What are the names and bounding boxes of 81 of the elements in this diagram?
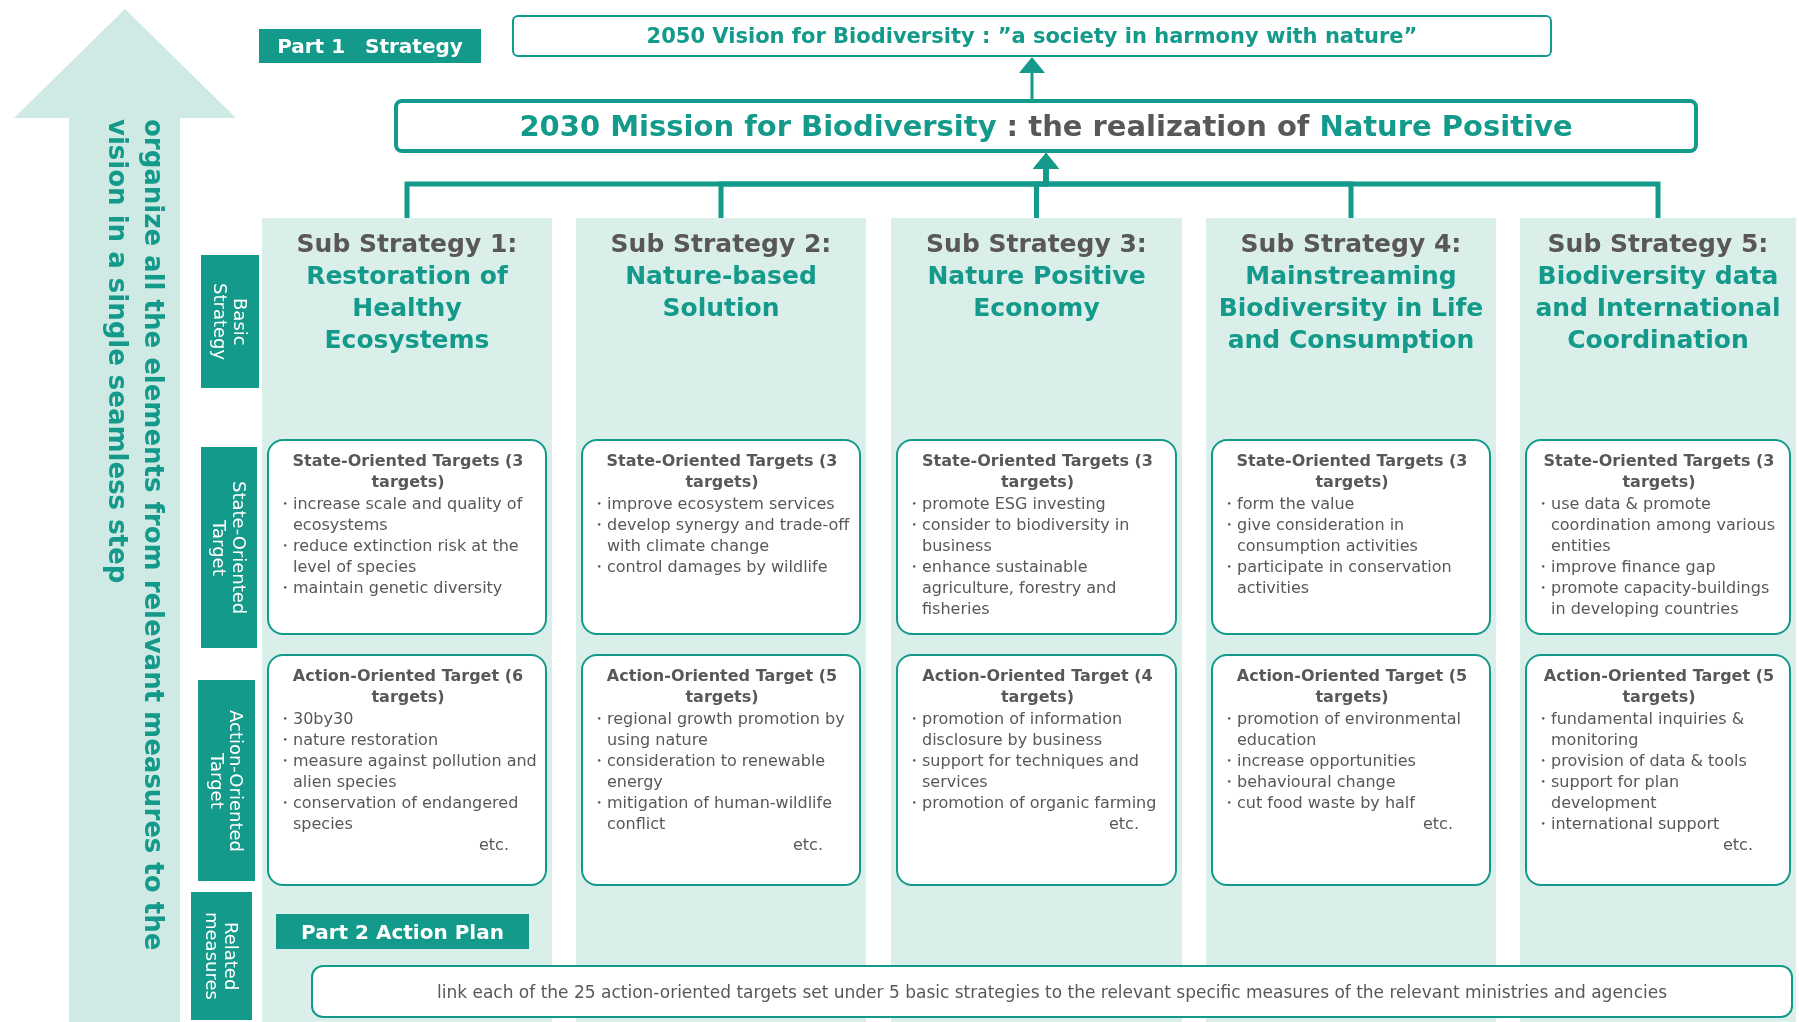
target-item: ・consideration to renewable energy — [591, 750, 827, 792]
target-item: ・international support — [1535, 813, 1721, 834]
mission-title: 2030 Mission for Biodiversity — [519, 109, 997, 143]
target-item: ・increase scale and quality of ecosystems — [277, 493, 524, 535]
strategy-number: Sub Strategy 1: — [295, 228, 519, 260]
strategy-title: Biodiversity data and International Coordination — [1534, 260, 1782, 356]
target-box — [267, 439, 547, 635]
arrow-text: organize all the elements from relevant measures to the vision in a single seamless step — [102, 119, 170, 953]
etc-note: etc. — [1722, 834, 1754, 855]
target-item: ・form the value — [1221, 493, 1356, 514]
target-item: ・cut food waste by half — [1221, 792, 1417, 813]
target-item: ・maintain genetic diversity — [277, 577, 504, 598]
target-item: ・promotion of information disclosure by business — [906, 708, 1124, 750]
target-box — [1525, 654, 1791, 886]
etc-note: etc. — [1422, 813, 1454, 834]
target-item: ・nature restoration — [277, 729, 439, 750]
target-item: ・fundamental inquiries & monitoring — [1535, 708, 1746, 750]
target-item: ・support for techniques and services — [906, 750, 1140, 792]
row-label-tab: State-Oriented Target — [201, 447, 257, 648]
strategy-title: Nature Positive Economy — [926, 260, 1147, 324]
target-heading: Action-Oriented Target (5 targets) — [1235, 665, 1469, 707]
target-item: ・promotion of organic farming — [906, 792, 1158, 813]
vision-box: 2050 Vision for Biodiversity : ”a society in harmony with nature” — [512, 15, 1552, 57]
mission-title: Nature Positive — [1319, 109, 1573, 143]
target-heading: Action-Oriented Target (4 targets) — [921, 665, 1154, 707]
strategy-number: Sub Strategy 4: — [1239, 228, 1463, 260]
target-box — [267, 654, 547, 886]
target-box — [1525, 439, 1791, 635]
mission-subtitle: : the realization of — [1006, 109, 1310, 143]
target-item: ・consider to biodiversity in business — [906, 514, 1131, 556]
target-heading: State-Oriented Targets (3 targets) — [605, 450, 839, 492]
section-tag: Part 2 Action Plan — [276, 914, 529, 949]
etc-note: etc. — [1108, 813, 1140, 834]
target-heading: State-Oriented Targets (3 targets) — [1542, 450, 1776, 492]
target-heading: Action-Oriented Target (6 targets) — [291, 665, 525, 707]
etc-note: etc. — [792, 834, 824, 855]
target-item: ・control damages by wildlife — [591, 556, 829, 577]
target-heading: Action-Oriented Target (5 targets) — [1542, 665, 1776, 707]
strategy-title: Restoration of Healthy Ecosystems — [305, 260, 509, 356]
target-heading: Action-Oriented Target (5 targets) — [605, 665, 839, 707]
strategy-title: Mainstreaming Biodiversity in Life and Consumption — [1217, 260, 1485, 356]
target-item: ・measure against pollution and alien species — [277, 750, 538, 792]
target-item: ・use data & promote coordination among various entities — [1535, 493, 1777, 556]
target-box — [1211, 439, 1491, 635]
target-item: ・30by30 — [277, 708, 355, 729]
target-item: ・improve ecosystem services — [591, 493, 836, 514]
target-box — [581, 654, 861, 886]
section-tag: Part 1 Strategy — [259, 29, 481, 63]
strategy-number: Sub Strategy 3: — [925, 228, 1148, 260]
row-label-tab: Basic Strategy — [201, 255, 259, 388]
strategy-number: Sub Strategy 5: — [1546, 228, 1770, 260]
row-label-tab: Action-Oriented Target — [198, 680, 255, 881]
target-item: ・enhance sustainable agriculture, forestry and fisheries — [906, 556, 1118, 619]
target-item: ・promote capacity-buildings in developing countries — [1535, 577, 1771, 619]
target-heading: State-Oriented Targets (3 targets) — [921, 450, 1154, 492]
target-box — [581, 439, 861, 635]
connector-arrow — [1033, 153, 1661, 218]
target-item: ・participate in conservation activities — [1221, 556, 1453, 598]
target-item: ・improve finance gap — [1535, 556, 1717, 577]
target-item: ・increase opportunities — [1221, 750, 1417, 771]
target-heading: State-Oriented Targets (3 targets) — [1235, 450, 1469, 492]
strategy-number: Sub Strategy 2: — [609, 228, 833, 260]
target-heading: State-Oriented Targets (3 targets) — [291, 450, 525, 492]
target-box — [1211, 654, 1491, 886]
strategy-title: Nature-based Solution — [624, 260, 818, 324]
target-item: ・promote ESG investing — [906, 493, 1107, 514]
mission-box — [394, 99, 1698, 153]
target-item: ・regional growth promotion by using nature — [591, 708, 846, 750]
target-box — [896, 439, 1177, 635]
target-item: ・promotion of environmental education — [1221, 708, 1462, 750]
target-item: ・provision of data & tools — [1535, 750, 1748, 771]
target-item: ・behavioural change — [1221, 771, 1397, 792]
connector-arrow — [1019, 57, 1045, 99]
row-label-tab: Related measures — [191, 892, 252, 1020]
etc-note: etc. — [478, 834, 510, 855]
target-item: ・reduce extinction risk at the level of species — [277, 535, 520, 577]
target-item: ・support for plan development — [1535, 771, 1681, 813]
target-box — [896, 654, 1177, 886]
target-item: ・develop synergy and trade-off with climate change — [591, 514, 851, 556]
target-item: ・give consideration in consumption activities — [1221, 514, 1419, 556]
measures-box: link each of the 25 action-oriented targets set under 5 basic strategies to the relevant specific measures of the relevant ministries and agencies — [311, 965, 1793, 1018]
